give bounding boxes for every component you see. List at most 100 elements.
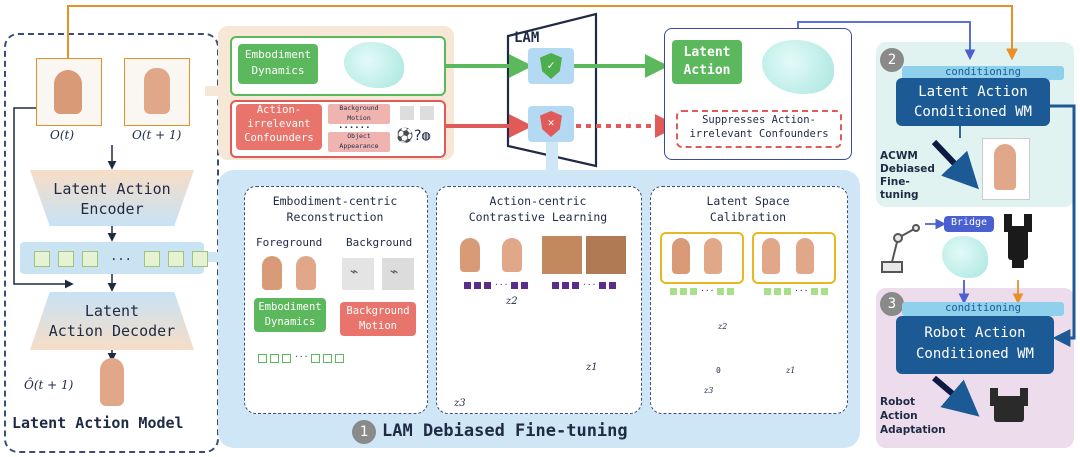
recon-title-1: Embodiment-centric (272, 194, 398, 208)
encoder-label-1: Latent Action (53, 180, 171, 198)
calib-hand-icon-4 (796, 238, 814, 274)
suppress-label-1: Suppresses Action- (702, 114, 816, 126)
embodiment-label-1: Embodiment (244, 48, 312, 61)
lam-label: LAM (514, 30, 540, 46)
bg-motion-tag (328, 104, 390, 124)
decoder-label-2: Action Decoder (48, 322, 176, 340)
confounders-label-1: Action- (256, 104, 302, 116)
acwm-note-3: Fine- (880, 176, 910, 188)
contrast-arm-image-1 (542, 236, 582, 274)
acwm-note-2: Debiased (880, 163, 935, 175)
acwm-conditioning-bar (902, 66, 1064, 80)
latent-blob-green-icon (344, 42, 404, 88)
racwm-conditioning-label: conditioning (945, 302, 1021, 314)
bg-motion-finetune-2: Motion (359, 320, 397, 332)
bg-motion-finetune-tag (340, 302, 416, 336)
bridge-tag (944, 216, 994, 232)
foreground-label: Foreground (256, 236, 323, 249)
racwm-title-2: Conditioned WM (915, 346, 1034, 362)
calib-group-left (660, 232, 744, 284)
racwm-step-badge: 3 (880, 292, 904, 316)
racwm-block (896, 316, 1054, 374)
hand-open-icon (144, 68, 170, 114)
contrast-axis-z1: z1 (586, 362, 598, 373)
hand-pinch-icon (54, 70, 82, 114)
emb-dyn-tag-2: Dynamics (264, 316, 316, 328)
contrast-tokens-right: ··· (552, 281, 617, 289)
contrast-arm-image-2 (586, 236, 626, 274)
shield-check-body: ✓ (540, 53, 562, 79)
bird-icon: ⌁ (350, 264, 359, 280)
calib-hand-icon-3 (762, 238, 780, 274)
finetune-title: LAM Debiased Fine-tuning (382, 421, 628, 441)
bg-motion-tag-2: Motion (347, 114, 371, 122)
contrast-axis-z2: z2 (506, 296, 518, 307)
predicted-hand-icon (100, 358, 124, 406)
calib-axis-z1: z1 (786, 366, 796, 375)
contrast-hand-icon-2 (502, 238, 522, 272)
confounders-label-box (236, 104, 322, 150)
contrast-title-1: Action-centric (489, 194, 587, 208)
acwm-hand-icon (994, 144, 1016, 190)
lam-model-title: Latent Action Model (12, 414, 184, 432)
calib-tokens-right: ··· (764, 287, 829, 295)
acwm-title-1: Latent Action (918, 84, 1028, 100)
predicted-label: Ô(t + 1) (24, 378, 74, 392)
calib-origin: 0 (716, 366, 721, 375)
racwm-note-1: Robot (880, 396, 916, 408)
obj-app-tag-1: Object (347, 132, 371, 140)
racwm-note-2: Action (880, 410, 918, 422)
decoder-label-1: Latent (84, 302, 140, 320)
calib-group-right (752, 232, 836, 284)
acwm-step-badge: 2 (880, 48, 904, 72)
calibration-panel (650, 186, 848, 414)
contrast-title-2: Contrastive Learning (468, 210, 608, 224)
shield-x-body: ✕ (540, 111, 562, 137)
obj-appearance-tag (328, 132, 390, 152)
bg-motion-tag-1: Background (339, 104, 379, 112)
emb-dyn-tag (254, 298, 326, 332)
bird-thumb-icon-2 (420, 106, 434, 120)
racwm-note-3: Adaptation (880, 424, 946, 436)
suppress-label-2: irrelevant Confounders (689, 128, 829, 140)
bridge-blob-icon (942, 236, 988, 278)
fg-hand-icon-2 (296, 256, 316, 290)
latent-action-label-box (672, 40, 742, 84)
bg-bird-image-1 (342, 258, 374, 290)
recon-title-2: Reconstruction (286, 210, 384, 224)
latent-action-label-2: Action (683, 63, 731, 78)
embodiment-label-2: Dynamics (251, 64, 305, 77)
calib-axis-z3: z3 (704, 386, 714, 395)
finetune-step-badge: 1 (352, 420, 376, 444)
calib-hand-icon-1 (672, 238, 690, 274)
contrast-hand-icon-1 (460, 238, 480, 272)
obs-t1-label: O(t + 1) (132, 128, 182, 142)
contrastive-panel (436, 186, 642, 414)
acwm-block (896, 78, 1050, 126)
acwm-conditioning-label: conditioning (945, 66, 1021, 78)
acwm-note-4: tuning (880, 189, 919, 201)
calib-hand-icon-2 (704, 238, 722, 274)
encoder-block (30, 170, 194, 226)
bg-motion-finetune-1: Background (346, 305, 410, 317)
recon-token-row: ··· (258, 353, 345, 363)
confounder-dots: ...... (338, 121, 371, 131)
fg-hand-icon-1 (262, 256, 282, 290)
calib-axis-z2: z2 (718, 322, 728, 331)
latent-token-row: ... (34, 250, 208, 267)
bg-bird-image-2 (382, 258, 414, 290)
obs-t-label: O(t) (50, 128, 75, 142)
racwm-conditioning-bar (902, 302, 1064, 316)
calib-tokens-left: ··· (670, 287, 735, 295)
suppress-box (676, 110, 842, 148)
confounders-label-3: Confounders (244, 132, 314, 144)
contrast-axis-z3: z3 (454, 398, 466, 409)
acwm-title-2: Conditioned WM (913, 104, 1032, 120)
decoder-block (30, 292, 194, 350)
acwm-note-1: ACWM (880, 150, 918, 162)
background-label: Background (346, 236, 413, 249)
bird-icon-2: ⌁ (390, 264, 399, 280)
bridge-label: Bridge (950, 217, 988, 228)
calib-title-2: Calibration (709, 210, 787, 224)
contrast-tokens-left: ··· (464, 281, 529, 289)
